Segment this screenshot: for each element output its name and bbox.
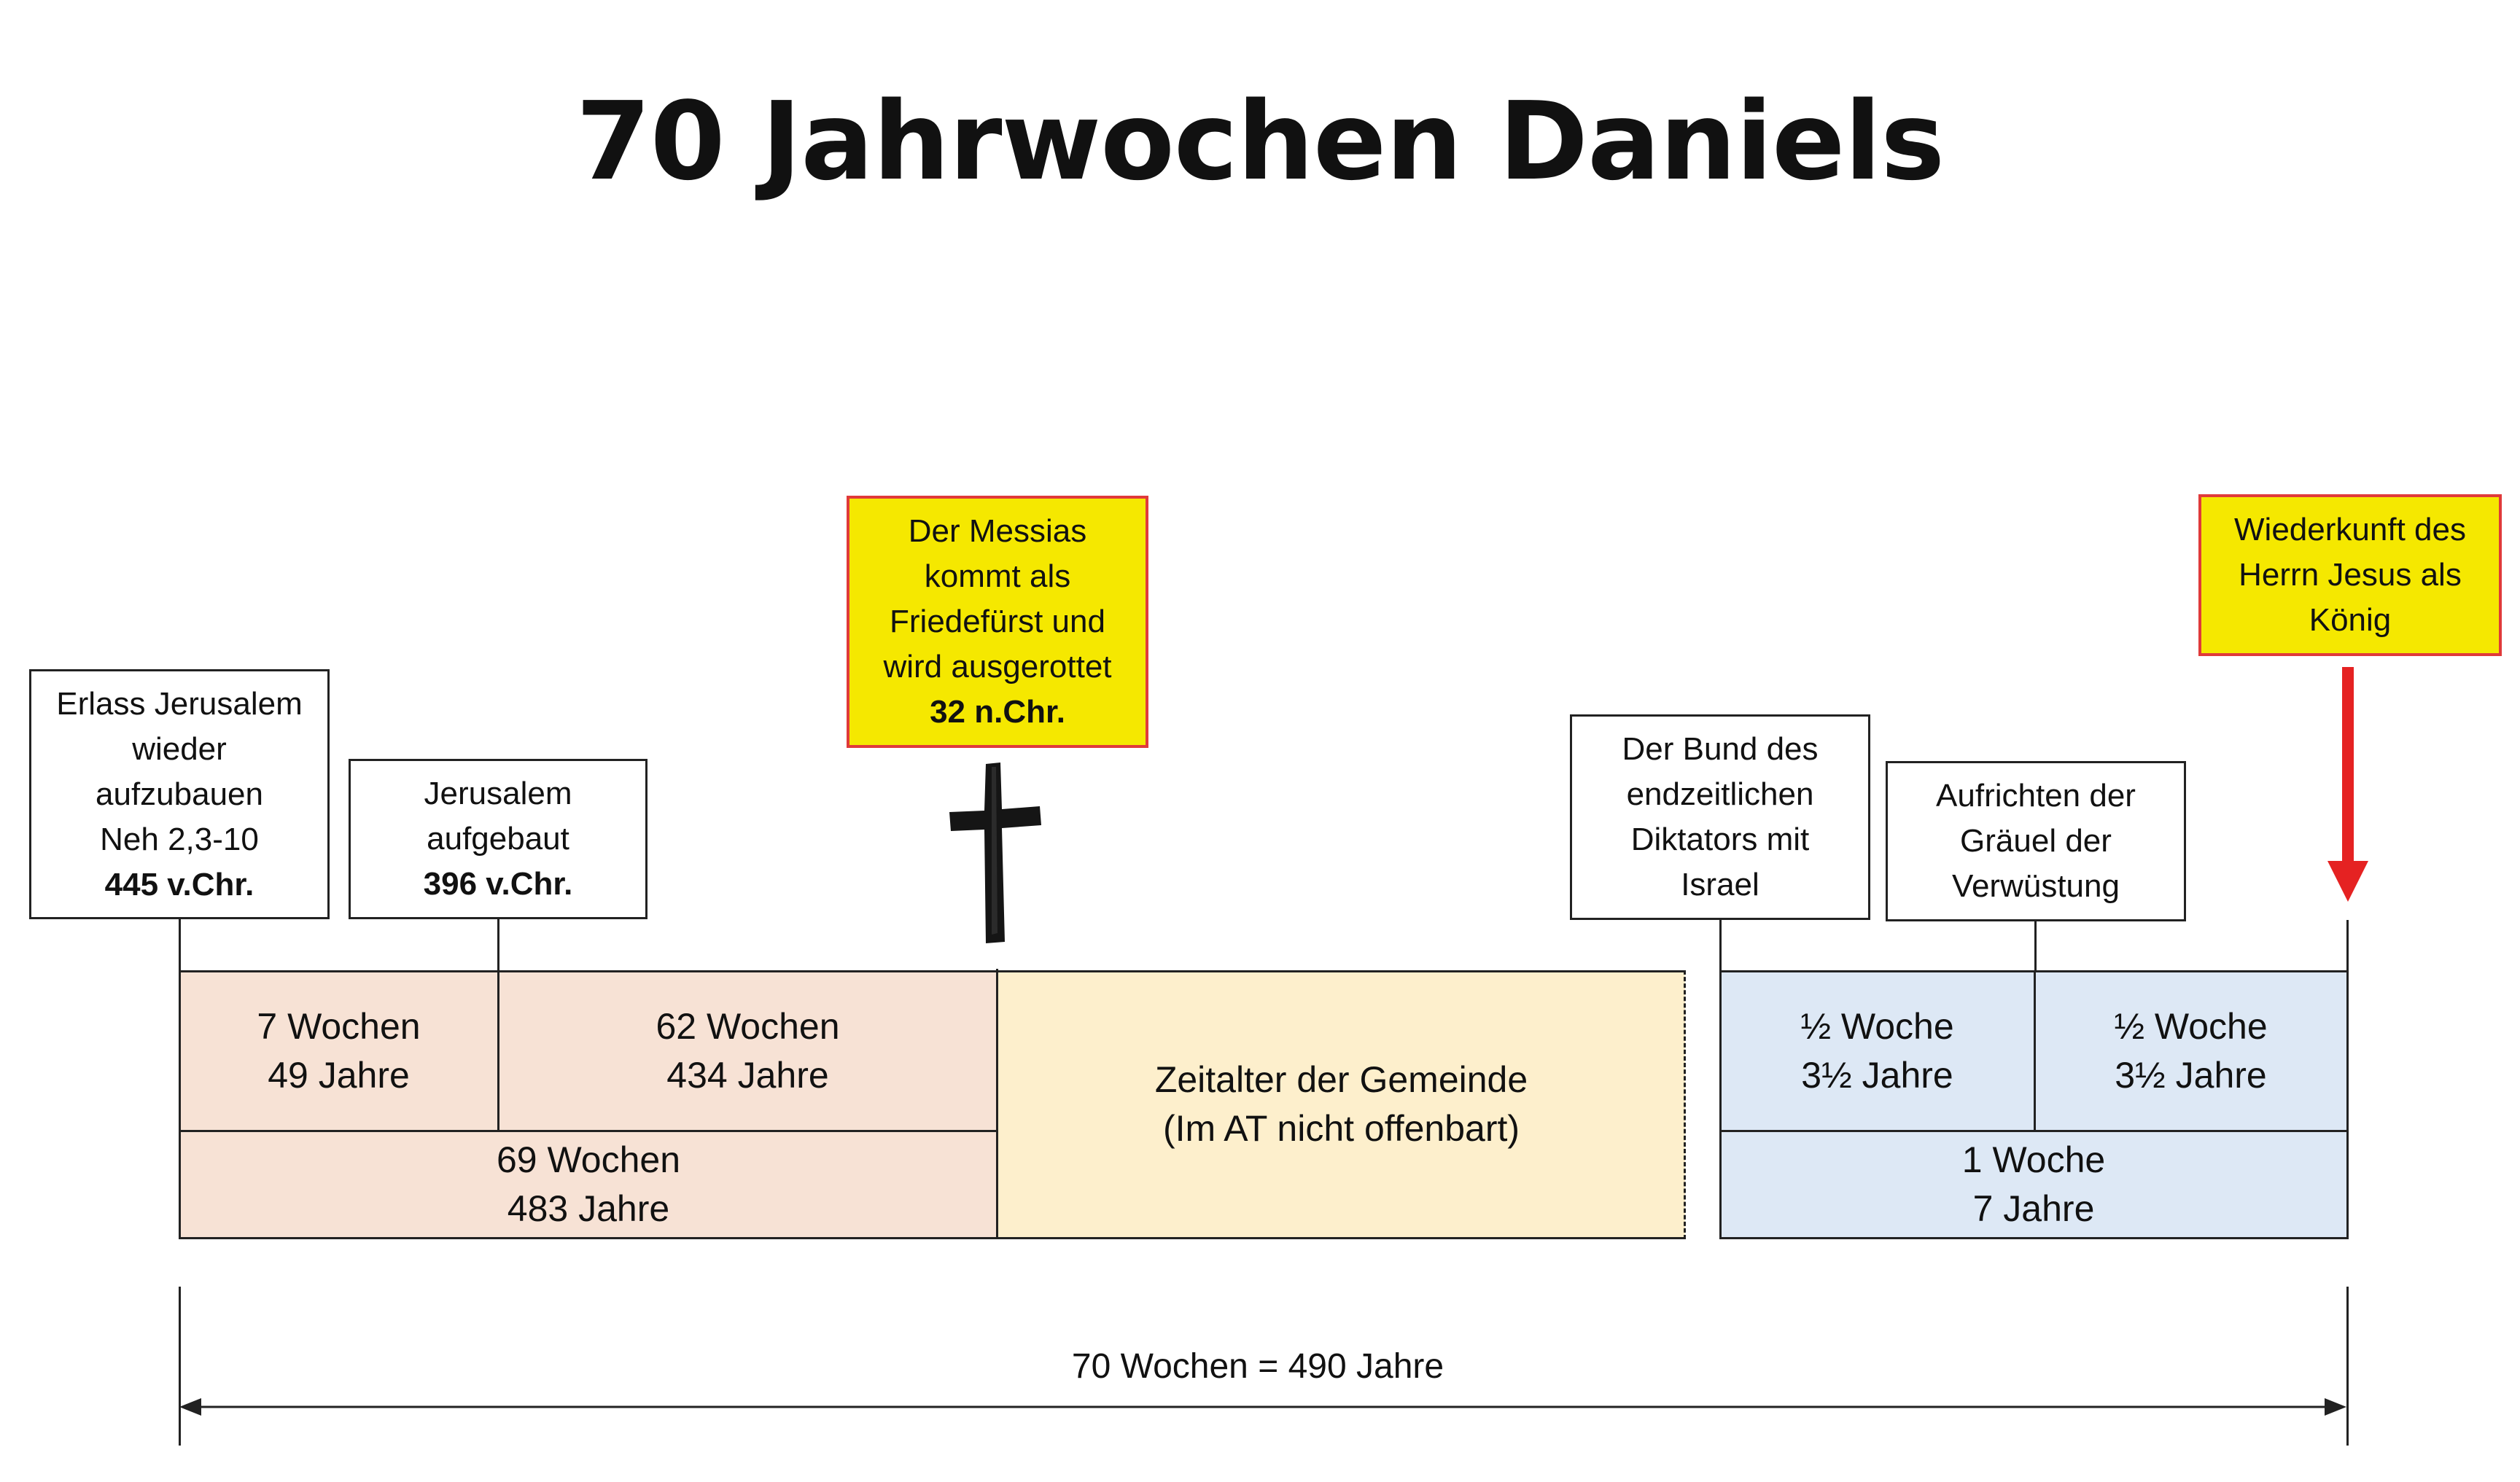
event-graeuel-line-3: Verwüstung xyxy=(1952,868,2120,904)
segment-1-woche: 1 Woche 7 Jahre xyxy=(1720,1131,2347,1238)
event-messias-line-4: wird ausgerottet xyxy=(883,649,1112,685)
segment-62-wochen: 62 Wochen 434 Jahre xyxy=(498,971,998,1131)
event-graeuel: Aufrichten der Gräuel der Verwüstung xyxy=(1886,761,2186,921)
segment-62-wochen-weeks: 62 Wochen xyxy=(656,1005,840,1047)
event-erlass-line-1: Erlass Jerusalem xyxy=(56,685,303,722)
total-span-arrow xyxy=(179,1398,2346,1416)
connector-aufgebaut xyxy=(497,919,499,970)
border-7-62 xyxy=(497,970,499,1131)
segment-half-week-2-years: 3½ Jahre xyxy=(2115,1054,2267,1096)
connector-erlass xyxy=(179,919,181,970)
total-span-right-tick xyxy=(2346,1287,2349,1446)
connector-bund xyxy=(1719,920,1722,971)
segment-half-week-1: ½ Woche 3½ Jahre xyxy=(1720,971,2034,1131)
event-messias-line-3: Friedefürst und xyxy=(890,604,1105,639)
event-bund-line-2: endzeitlichen xyxy=(1626,776,1814,812)
event-graeuel-line-1: Aufrichten der xyxy=(1936,778,2136,814)
event-graeuel-line-2: Gräuel der xyxy=(1960,823,2112,859)
segment-half-week-2: ½ Woche 3½ Jahre xyxy=(2034,971,2347,1131)
event-aufgebaut-line-2: aufgebaut xyxy=(427,821,569,857)
event-messias-date: 32 n.Chr. xyxy=(930,694,1065,730)
border-bottom-right xyxy=(1719,1237,2349,1239)
event-wiederkunft: Wiederkunft des Herrn Jesus als König xyxy=(2198,494,2502,656)
event-aufgebaut-date: 396 v.Chr. xyxy=(423,866,573,902)
event-aufgebaut-line-1: Jerusalem xyxy=(424,776,572,811)
segment-half-week-1-years: 3½ Jahre xyxy=(1801,1054,1953,1096)
segment-7-wochen-years: 49 Jahre xyxy=(268,1054,410,1096)
border-right-block-right xyxy=(2346,970,2349,1239)
border-top-left xyxy=(179,970,1684,972)
event-erlass: Erlass Jerusalem wieder aufzubauen Neh 2… xyxy=(29,669,330,919)
event-messias: Der Messias kommt als Friedefürst und wi… xyxy=(847,496,1148,748)
border-mid-left xyxy=(179,1130,998,1132)
segment-gemeinde-line-2: (Im AT nicht offenbart) xyxy=(1162,1108,1520,1149)
segment-half-week-1-weeks: ½ Woche xyxy=(1800,1005,1954,1047)
event-messias-line-2: kommt als xyxy=(924,558,1071,594)
connector-graeuel xyxy=(2034,921,2037,971)
segment-1-woche-weeks: 1 Woche xyxy=(1961,1139,2106,1180)
border-left-edge xyxy=(179,970,181,1239)
border-62-gemeinde xyxy=(996,969,998,1239)
event-erlass-date: 445 v.Chr. xyxy=(104,866,254,902)
event-erlass-line-3: aufzubauen xyxy=(96,776,263,812)
segment-69-wochen-weeks: 69 Wochen xyxy=(496,1139,681,1180)
event-messias-line-1: Der Messias xyxy=(908,513,1087,549)
segment-gemeinde: Zeitalter der Gemeinde (Im AT nicht offe… xyxy=(998,971,1685,1238)
segment-62-wochen-years: 434 Jahre xyxy=(666,1054,829,1096)
segment-69-wochen: 69 Wochen 483 Jahre xyxy=(179,1131,998,1238)
total-span-label: 70 Wochen = 490 Jahre xyxy=(1071,1347,1444,1386)
event-wiederkunft-line-2: Herrn Jesus als xyxy=(2239,557,2462,593)
page-title: 70 Jahrwochen Daniels xyxy=(575,79,1945,204)
segment-1-woche-years: 7 Jahre xyxy=(1972,1187,2095,1229)
cross-icon xyxy=(949,763,1041,943)
total-span-left-tick xyxy=(179,1287,181,1446)
border-bottom-left xyxy=(179,1237,1685,1239)
event-bund: Der Bund des endzeitlichen Diktators mit… xyxy=(1570,714,1870,920)
event-wiederkunft-line-3: König xyxy=(2309,602,2392,638)
segment-7-wochen: 7 Wochen 49 Jahre xyxy=(179,971,498,1131)
arrow-down-icon xyxy=(2328,667,2368,902)
segment-7-wochen-weeks: 7 Wochen xyxy=(257,1005,421,1047)
event-erlass-line-2: wieder xyxy=(132,730,227,767)
event-bund-line-1: Der Bund des xyxy=(1622,731,1819,767)
border-gemeinde-right-dashed xyxy=(1684,970,1686,1239)
segment-69-wochen-years: 483 Jahre xyxy=(507,1187,670,1229)
event-wiederkunft-line-1: Wiederkunft des xyxy=(2234,512,2466,547)
event-erlass-line-4: Neh 2,3-10 xyxy=(100,821,259,857)
event-bund-line-4: Israel xyxy=(1681,867,1759,902)
segment-half-week-2-weeks: ½ Woche xyxy=(2114,1005,2268,1047)
segment-gemeinde-line-1: Zeitalter der Gemeinde xyxy=(1154,1059,1528,1100)
event-aufgebaut: Jerusalem aufgebaut 396 v.Chr. xyxy=(349,759,648,919)
event-bund-line-3: Diktators mit xyxy=(1630,822,1810,857)
connector-wiederkunft xyxy=(2346,920,2349,971)
border-half-split xyxy=(2034,970,2036,1131)
border-right-block-left xyxy=(1719,970,1722,1239)
